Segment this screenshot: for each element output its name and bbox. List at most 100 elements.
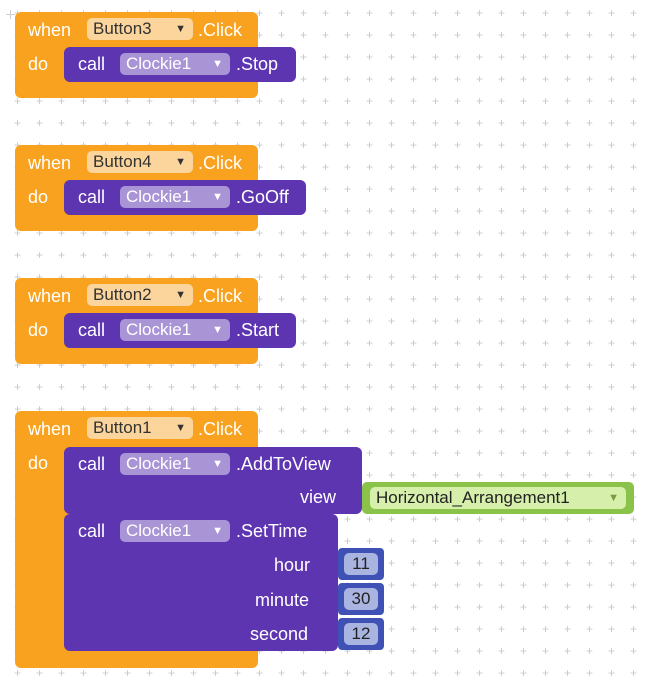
number-block-minute[interactable]: 30 [338, 583, 384, 615]
grid-plus: + [454, 600, 462, 614]
grid-plus: + [520, 204, 528, 218]
grid-plus: + [608, 556, 616, 570]
grid-plus: + [322, 314, 330, 328]
grid-plus: + [344, 292, 352, 306]
grid-plus: + [498, 292, 506, 306]
grid-plus: + [322, 204, 330, 218]
component-dropdown[interactable]: Clockie1 ▼ [120, 520, 230, 542]
grid-plus: + [322, 402, 330, 416]
grid-plus: + [476, 446, 484, 460]
grid-plus: + [388, 622, 396, 636]
grid-plus: + [498, 336, 506, 350]
grid-plus: + [168, 380, 176, 394]
call-block-addtoview[interactable]: call Clockie1 ▼ .AddToView view [64, 447, 362, 514]
call-block-gooff[interactable]: call Clockie1 ▼ .GoOff [64, 180, 306, 215]
grid-plus: + [234, 380, 242, 394]
component-block-arrangement[interactable]: Horizontal_Arrangement1 ▼ [362, 482, 634, 514]
grid-plus: + [498, 226, 506, 240]
grid-plus: + [168, 666, 176, 680]
grid-plus: + [476, 534, 484, 548]
grid-plus: + [388, 50, 396, 64]
button-dropdown[interactable]: Button3 ▼ [87, 18, 193, 40]
click-event-label: .Click [198, 286, 242, 306]
button-dropdown[interactable]: Button2 ▼ [87, 284, 193, 306]
when-keyword: when [28, 286, 72, 306]
grid-plus: + [388, 534, 396, 548]
grid-plus: + [36, 270, 44, 284]
grid-plus: + [454, 468, 462, 482]
grid-plus: + [410, 204, 418, 218]
grid-plus: + [432, 644, 440, 658]
grid-plus: + [322, 292, 330, 306]
component-dropdown-label: Clockie1 [126, 320, 192, 339]
grid-plus: + [344, 204, 352, 218]
grid-plus: + [388, 160, 396, 174]
grid-plus: + [586, 138, 594, 152]
grid-plus: + [586, 204, 594, 218]
grid-plus: + [322, 270, 330, 284]
grid-plus: + [410, 622, 418, 636]
grid-plus: + [520, 314, 528, 328]
number-block-hour[interactable]: 11 [338, 548, 384, 580]
grid-plus: + [278, 6, 286, 20]
grid-plus: + [388, 358, 396, 372]
call-keyword: call [78, 454, 106, 474]
method-label: .SetTime [236, 521, 308, 541]
grid-plus: + [388, 248, 396, 262]
grid-plus: + [586, 446, 594, 460]
grid-plus: + [344, 424, 352, 438]
dropdown-arrow-icon: ▼ [175, 289, 186, 301]
number-block-second[interactable]: 12 [338, 618, 384, 650]
call-block-start[interactable]: call Clockie1 ▼ .Start [64, 313, 296, 348]
number-value-minute[interactable]: 30 [344, 588, 378, 610]
grid-plus: + [586, 512, 594, 526]
component-dropdown[interactable]: Clockie1 ▼ [120, 319, 230, 341]
grid-plus: + [388, 6, 396, 20]
grid-plus: + [476, 182, 484, 196]
grid-plus: + [454, 248, 462, 262]
call-block-stop[interactable]: call Clockie1 ▼ .Stop [64, 47, 296, 82]
component-dropdown[interactable]: Clockie1 ▼ [120, 186, 230, 208]
grid-plus: + [388, 270, 396, 284]
grid-plus: + [146, 116, 154, 130]
grid-plus: + [256, 138, 264, 152]
grid-plus: + [366, 6, 374, 20]
grid-plus: + [300, 116, 308, 130]
arrangement-dropdown[interactable]: Horizontal_Arrangement1 ▼ [370, 487, 626, 509]
grid-plus: + [366, 512, 374, 526]
grid-plus: + [630, 116, 638, 130]
grid-plus: + [124, 248, 132, 262]
grid-plus: + [542, 138, 550, 152]
grid-plus: + [630, 424, 638, 438]
component-dropdown[interactable]: Clockie1 ▼ [120, 53, 230, 75]
grid-plus: + [300, 248, 308, 262]
grid-plus: + [212, 666, 220, 680]
grid-plus: + [256, 94, 264, 108]
grid-plus: + [608, 6, 616, 20]
grid-plus: + [542, 72, 550, 86]
dropdown-arrow-icon: ▼ [212, 191, 223, 203]
grid-plus: + [630, 578, 638, 592]
grid-plus: + [146, 270, 154, 284]
grid-plus: + [454, 380, 462, 394]
grid-plus: + [498, 182, 506, 196]
number-value-hour[interactable]: 11 [344, 553, 378, 575]
number-value-second[interactable]: 12 [344, 623, 378, 645]
grid-plus: + [388, 512, 396, 526]
button-dropdown-label: Button1 [93, 418, 152, 437]
grid-plus: + [190, 402, 198, 416]
grid-plus: + [410, 6, 418, 20]
grid-plus: + [388, 292, 396, 306]
call-block-settime[interactable]: call Clockie1 ▼ .SetTime hour minute sec… [64, 514, 338, 651]
grid-plus: + [278, 248, 286, 262]
component-dropdown[interactable]: Clockie1 ▼ [120, 453, 230, 475]
grid-plus: + [542, 512, 550, 526]
grid-plus: + [542, 94, 550, 108]
grid-plus: + [168, 94, 176, 108]
button-dropdown[interactable]: Button1 ▼ [87, 417, 193, 439]
grid-plus: + [234, 226, 242, 240]
button-dropdown[interactable]: Button4 ▼ [87, 151, 193, 173]
grid-plus: + [564, 534, 572, 548]
grid-plus: + [542, 600, 550, 614]
grid-plus: + [432, 94, 440, 108]
